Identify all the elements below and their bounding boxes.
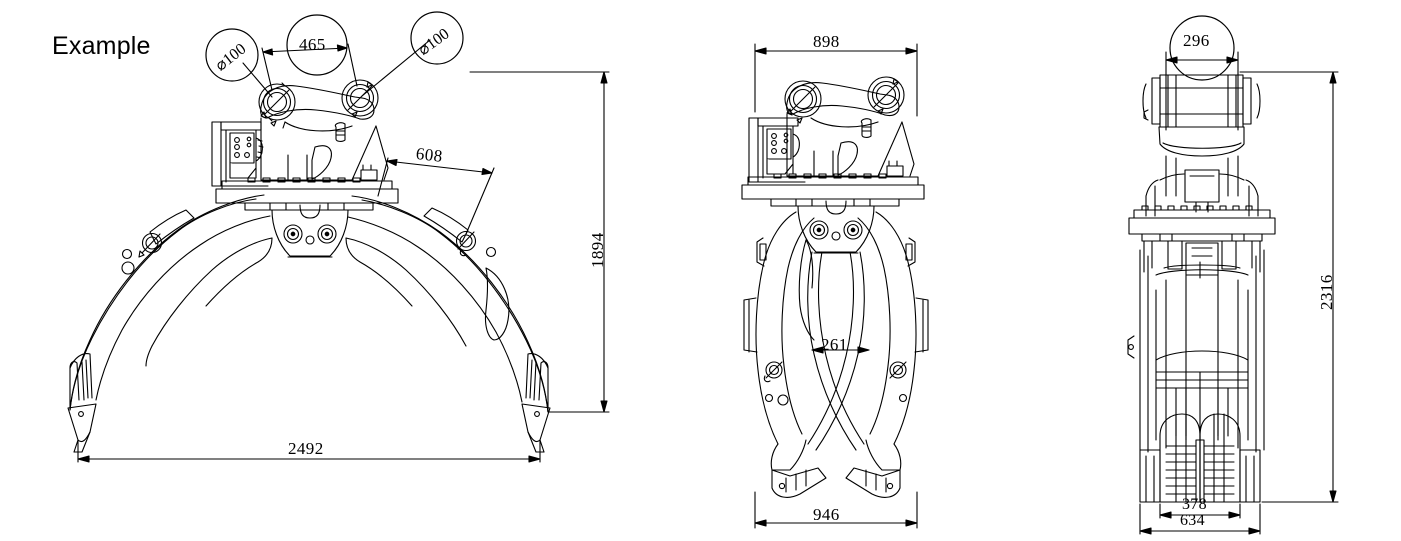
pin-boss-left <box>258 82 296 127</box>
dim-296 <box>1165 51 1239 131</box>
dim-378 <box>1159 503 1241 519</box>
dim-608 <box>377 157 495 235</box>
hinge-head-side <box>1143 240 1261 279</box>
rotator-motor-block <box>211 121 269 187</box>
flange-bolts-2 <box>773 173 887 179</box>
dim-261 <box>811 346 870 354</box>
jaw-left-open <box>67 194 273 453</box>
rotator-flange-plate-2 <box>741 173 925 207</box>
linkage-ear-plate-2 <box>786 82 900 128</box>
jaw-blades-crossed <box>798 239 865 451</box>
grapple-head-body-2 <box>786 113 915 178</box>
dim-label-634: 634 <box>1180 512 1205 529</box>
linkage-body-side <box>1145 126 1259 217</box>
jaw-hinge-block <box>271 204 349 258</box>
leader-line-dia-right <box>361 39 431 97</box>
grapple-head-body <box>260 117 389 182</box>
jaw-shell-left-closed <box>743 211 815 471</box>
detail-bubble-right <box>410 11 464 65</box>
dim-946 <box>754 491 918 529</box>
view-front-open <box>205 11 464 211</box>
rotator-motor-block-2 <box>748 117 806 183</box>
dim-label-2316: 2316 <box>1317 274 1336 310</box>
dim-label-261: 261 <box>821 335 848 354</box>
dim-2316 <box>1239 71 1339 503</box>
pin-boss-right-2 <box>867 76 905 115</box>
jaw-tip-left <box>67 353 97 453</box>
jaw-shells-side <box>1127 249 1265 501</box>
pin-boss-left-2 <box>784 80 822 124</box>
jaw-tips-closed <box>771 467 901 498</box>
pin-boss-right <box>341 79 379 118</box>
dim-898 <box>754 43 918 117</box>
dim-label-296: 296 <box>1183 31 1210 50</box>
dim-label-608: 608 <box>414 144 444 166</box>
tine-group-side <box>1139 413 1261 503</box>
rotator-flange-side <box>1128 205 1276 242</box>
dim-634 <box>1139 503 1261 535</box>
jaw-tip-right <box>521 353 551 453</box>
dim-label-946: 946 <box>813 505 840 524</box>
jaw-hinge-block-2 <box>797 200 875 254</box>
page-title: Example <box>52 32 151 60</box>
detail-bubble-left <box>205 28 259 82</box>
view-side <box>1127 15 1339 535</box>
dim-label-898: 898 <box>813 32 840 51</box>
dim-1894 <box>469 71 610 413</box>
dim-465 <box>261 43 358 91</box>
detail-bubble-296 <box>1169 15 1235 81</box>
dim-label-1894: 1894 <box>588 232 607 268</box>
jaw-shell-right-closed <box>857 211 929 471</box>
flange-bolts <box>247 177 361 183</box>
detail-bubble-center <box>286 14 348 76</box>
jaw-right-open <box>345 195 551 453</box>
dim-label-2492: 2492 <box>288 439 324 458</box>
view-front-closed <box>741 43 929 529</box>
rotator-flange-plate <box>215 177 399 211</box>
leader-line-dia-left <box>242 62 273 98</box>
dim-label-378: 378 <box>1182 496 1207 513</box>
flange-bolts-side <box>1141 205 1253 211</box>
boom-pin-drum <box>1142 74 1261 128</box>
dim-label-465: 465 <box>299 35 326 54</box>
dim-2492 <box>77 439 541 463</box>
